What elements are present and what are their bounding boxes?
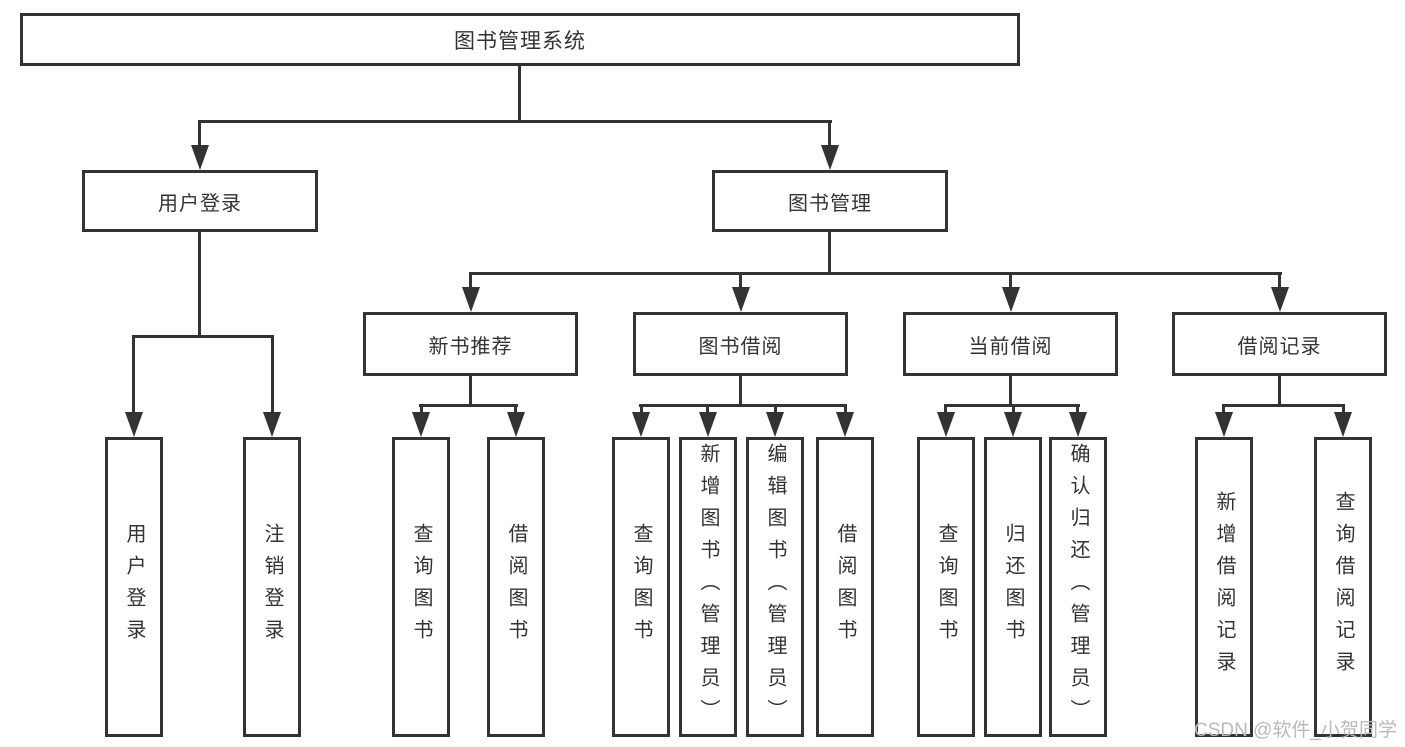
- edge-drop-user-login: [198, 120, 201, 150]
- arrow-down-icon: [632, 412, 650, 437]
- edge-recommend-stem: [469, 376, 472, 406]
- arrow-down-icon: [125, 412, 143, 437]
- leaf-label: 新增借阅记录: [1213, 491, 1235, 683]
- leaf-borrowing-borrow-books: 借阅图书: [816, 437, 874, 737]
- leaf-label: 确认归还（管理员）: [1067, 443, 1089, 731]
- arrow-down-icon: [507, 412, 525, 437]
- leaf-label: 新增图书（管理员）: [697, 443, 719, 731]
- node-label: 图书管理系统: [454, 29, 586, 53]
- leaf-label: 注销登录: [261, 523, 283, 651]
- arrow-down-icon: [766, 412, 784, 437]
- leaf-label: 借阅图书: [834, 523, 856, 651]
- leaf-recommend-borrow-books: 借阅图书: [487, 437, 545, 737]
- node-borrow-records: 借阅记录: [1172, 312, 1387, 376]
- leaf-label: 查询图书: [410, 523, 432, 651]
- leaf-add-book-admin: 新增图书（管理员）: [679, 437, 737, 737]
- edge-current-stem: [1009, 376, 1012, 406]
- leaf-label: 查询图书: [935, 523, 957, 651]
- edge-drop: [420, 404, 423, 416]
- leaf-current-query-books: 查询图书: [917, 437, 975, 737]
- arrow-down-icon: [732, 287, 750, 312]
- edge-drop: [844, 404, 847, 416]
- arrow-down-icon: [1002, 287, 1020, 312]
- edge-bookmgmt-bar: [469, 272, 1282, 275]
- arrow-down-icon: [836, 412, 854, 437]
- leaf-label: 查询图书: [630, 523, 652, 651]
- node-user-login: 用户登录: [82, 170, 318, 232]
- edge-bookmgmt-stem: [828, 232, 831, 274]
- edge-drop: [1342, 404, 1345, 416]
- node-label: 借阅记录: [1237, 335, 1322, 358]
- leaf-label: 用户登录: [123, 523, 145, 651]
- leaf-label: 借阅图书: [505, 523, 527, 651]
- arrow-down-icon: [1069, 412, 1087, 437]
- edge-drop: [640, 404, 643, 416]
- node-label: 图书借阅: [698, 335, 783, 358]
- edge-drop: [1012, 404, 1015, 416]
- arrow-down-icon: [1004, 412, 1022, 437]
- edge-drop-current: [1009, 272, 1012, 292]
- edge-drop: [774, 404, 777, 416]
- edge-drop-book-management: [828, 120, 831, 150]
- leaf-recommend-query-books: 查询图书: [392, 437, 450, 737]
- leaf-add-borrow-record: 新增借阅记录: [1195, 437, 1253, 737]
- edge-drop: [1076, 404, 1079, 416]
- leaf-edit-book-admin: 编辑图书（管理员）: [746, 437, 804, 737]
- edge-drop: [944, 404, 947, 416]
- edge-drop-records: [1278, 272, 1281, 292]
- leaf-logout: 注销登录: [243, 437, 301, 737]
- arrow-down-icon: [1334, 412, 1352, 437]
- edge-records-bar: [1222, 404, 1345, 407]
- edge-recommend-bar: [419, 404, 518, 407]
- edge-drop-borrowing: [739, 272, 742, 292]
- node-label: 图书管理: [788, 192, 872, 215]
- edge-drop: [706, 404, 709, 416]
- node-label: 当前借阅: [968, 335, 1053, 358]
- arrow-down-icon: [462, 287, 480, 312]
- edge-borrowing-stem: [739, 376, 742, 406]
- node-book-borrowing: 图书借阅: [633, 312, 848, 376]
- leaf-borrowing-query-books: 查询图书: [612, 437, 670, 737]
- node-label: 新书推荐: [428, 335, 513, 358]
- edge-drop-leaf-logout: [271, 335, 274, 415]
- node-current-borrowing: 当前借阅: [903, 312, 1118, 376]
- node-new-book-recommend: 新书推荐: [363, 312, 578, 376]
- edge-userlogin-stem: [198, 232, 201, 338]
- arrow-down-icon: [1271, 287, 1289, 312]
- csdn-watermark: CSDN @软件_小贺同学: [1194, 720, 1397, 741]
- leaf-label: 编辑图书（管理员）: [764, 443, 786, 731]
- arrow-down-icon: [821, 145, 839, 170]
- leaf-user-login: 用户登录: [105, 437, 163, 737]
- leaf-confirm-return-admin: 确认归还（管理员）: [1049, 437, 1107, 737]
- arrow-down-icon: [412, 412, 430, 437]
- leaf-return-book: 归还图书: [984, 437, 1042, 737]
- arrow-down-icon: [699, 412, 717, 437]
- edge-root-bar: [198, 120, 832, 123]
- node-book-management: 图书管理: [712, 170, 948, 232]
- node-label: 用户登录: [158, 192, 242, 215]
- node-library-management-system: 图书管理系统: [20, 13, 1020, 66]
- leaf-query-borrow-record: 查询借阅记录: [1314, 437, 1372, 737]
- edge-root-stem: [518, 66, 521, 120]
- arrow-down-icon: [937, 412, 955, 437]
- edge-borrowing-bar: [639, 404, 847, 407]
- edge-drop-recommend: [469, 272, 472, 292]
- edge-drop: [514, 404, 517, 416]
- edge-records-stem: [1278, 376, 1281, 406]
- leaf-label: 查询借阅记录: [1332, 491, 1354, 683]
- edge-drop: [1222, 404, 1225, 416]
- edge-drop-leaf-login: [132, 335, 135, 415]
- edge-userlogin-bar: [132, 335, 274, 338]
- arrow-down-icon: [263, 412, 281, 437]
- arrow-down-icon: [1215, 412, 1233, 437]
- arrow-down-icon: [191, 145, 209, 170]
- leaf-label: 归还图书: [1002, 523, 1024, 651]
